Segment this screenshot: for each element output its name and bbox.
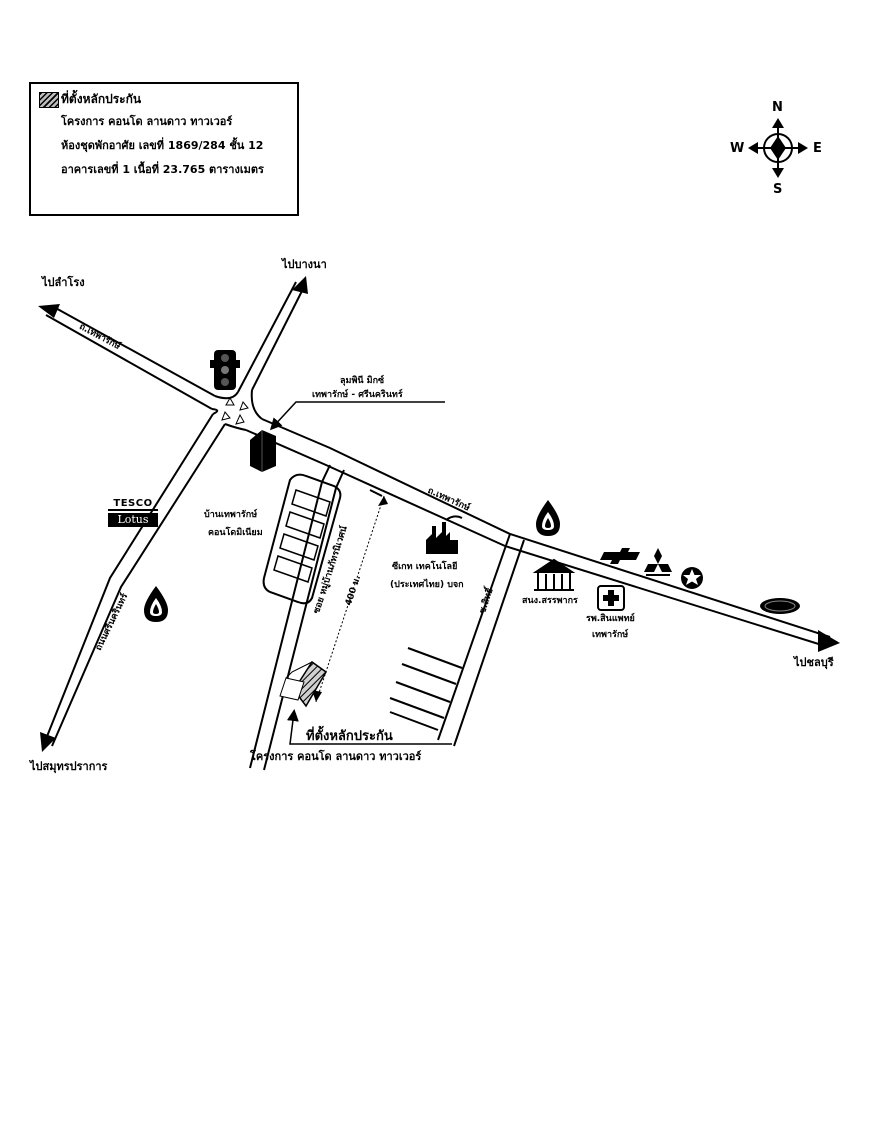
compass-rose-icon <box>748 118 808 178</box>
factory-icon <box>426 515 463 554</box>
lumpini-building-icon <box>250 430 276 472</box>
target-building-icon <box>279 660 327 708</box>
target-callout <box>286 709 452 745</box>
star-logo-icon <box>681 567 703 589</box>
tesco-logo-text: TESCO <box>108 498 158 511</box>
arrow-to-bangna <box>292 276 308 294</box>
revenue-office-icon <box>532 558 576 591</box>
place-factory-1: ซีเกท เทคโนโลยี <box>392 562 458 572</box>
place-baan-2: คอนโดมิเนียม <box>208 528 263 538</box>
lumpini-callout <box>269 401 445 431</box>
ford-logo-icon <box>760 598 800 614</box>
place-baan-1: บ้านเทพารักษ์ <box>204 510 258 520</box>
hospital-icon <box>597 585 625 611</box>
intersection-triangles <box>221 396 249 425</box>
soi-sit-road <box>437 533 525 747</box>
side-streets <box>389 647 463 731</box>
theparak-road <box>45 305 831 647</box>
traffic-light-icon <box>210 350 240 390</box>
legend: ที่ตั้งหลักประกัน โครงการ คอนโด ลานดาว ท… <box>29 82 299 216</box>
arrow-to-chonburi <box>818 630 840 652</box>
target-title: ที่ตั้งหลักประกัน <box>306 729 393 744</box>
soi-village-road <box>249 464 383 771</box>
compass-west: W <box>730 141 745 156</box>
label-to-bangna: ไปบางนา <box>282 258 327 271</box>
label-to-samutprakan: ไปสมุทรปราการ <box>30 760 108 773</box>
gas-station-icon-2 <box>144 586 168 622</box>
arrow-to-lamlukka <box>38 304 60 318</box>
arrow-to-samutprakan <box>40 732 56 752</box>
hatched-swatch-icon <box>39 92 59 108</box>
legend-title: ที่ตั้งหลักประกัน <box>61 92 142 106</box>
compass-east: E <box>813 141 822 156</box>
srinakarin-road <box>43 281 306 747</box>
target-subtitle: โครงการ คอนโด ลานดาว ทาวเวอร์ <box>250 750 422 763</box>
lotus-logo-text: Lotus <box>108 513 158 527</box>
legend-line-1: โครงการ คอนโด ลานดาว ทาวเวอร์ <box>61 115 233 128</box>
compass-south: S <box>773 182 783 197</box>
place-factory-2: (ประเทศไทย) บจก <box>390 580 464 590</box>
chevrolet-logo-icon <box>600 548 640 564</box>
place-lumpini-2: เทพารักษ์ - ศรีนครินทร์ <box>312 390 403 400</box>
label-to-lamlukka: ไปลำโรง <box>42 276 85 289</box>
gas-station-icon <box>536 500 560 536</box>
label-to-chonburi: ไปชลบุรี <box>794 656 834 669</box>
place-revenue: สนง.สรรพากร <box>522 596 578 606</box>
intersection <box>211 389 263 431</box>
place-hospital-2: เทพารักษ์ <box>592 630 629 640</box>
compass-north: N <box>772 100 783 115</box>
tesco-lotus-logo: TESCO Lotus <box>108 498 158 527</box>
legend-line-3: อาคารเลขที่ 1 เนื้อที่ 23.765 ตารางเมตร <box>61 163 264 176</box>
mitsubishi-logo-icon <box>644 548 672 576</box>
place-lumpini-1: ลุมพินี มิกซ์ <box>340 376 385 386</box>
legend-line-2: ห้องชุดพักอาศัย เลขที่ 1869/284 ชั้น 12 <box>61 139 264 152</box>
place-hospital-1: รพ.สินแพทย์ <box>586 614 635 624</box>
